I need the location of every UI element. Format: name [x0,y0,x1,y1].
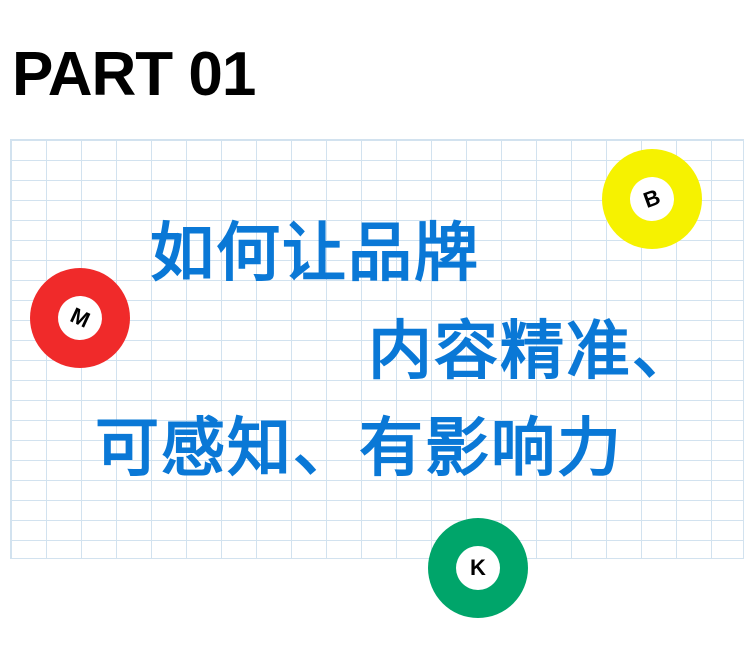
headline-line-1: 如何让品牌 [150,217,480,291]
badge-b: B [602,149,702,249]
badge-k: K [428,518,528,618]
badge-b-letter: B [623,170,681,228]
badge-m-letter: M [50,288,110,348]
badge-m: M [30,268,130,368]
part-title: PART 01 [12,40,256,109]
headline-line-3: 可感知、有影响力 [95,412,623,486]
headline-line-2: 内容精准、 [368,315,698,389]
badge-k-letter: K [456,546,500,590]
